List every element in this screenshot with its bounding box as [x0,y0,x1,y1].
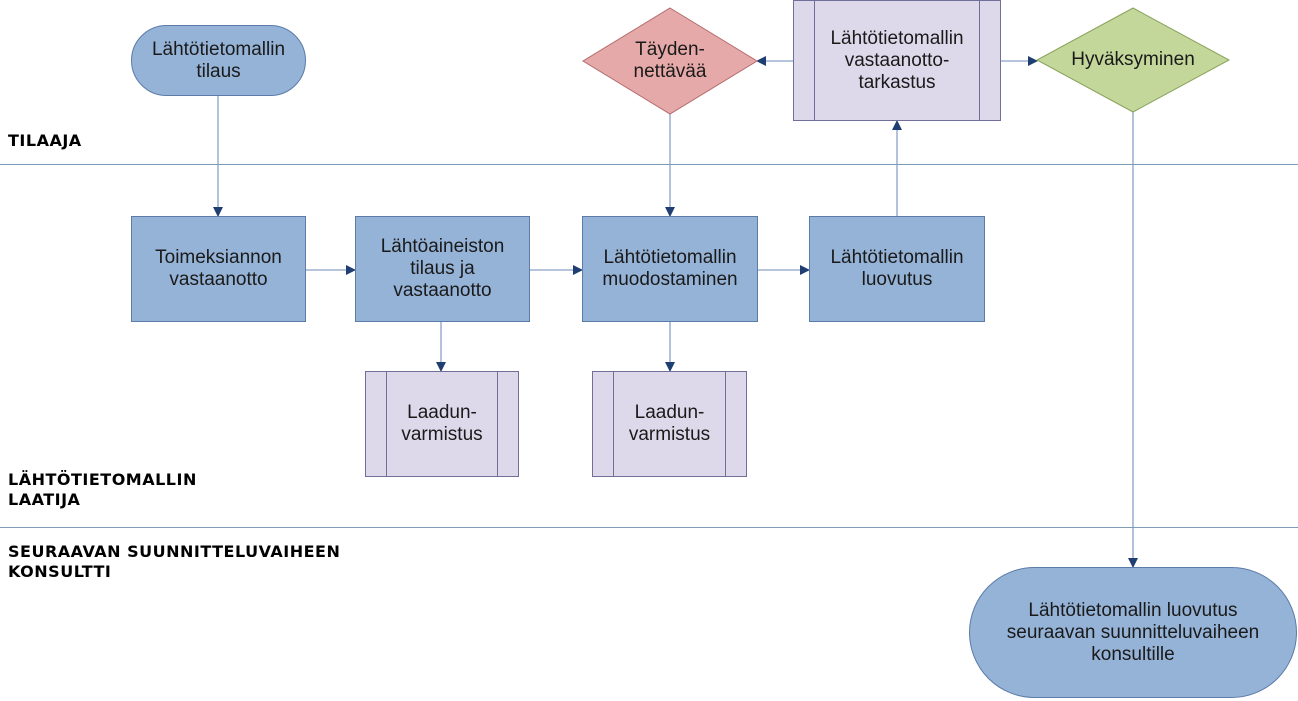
lane-label-konsultti: SEURAAVAN SUUNNITTELUVAIHEEN KONSULTTI [8,542,341,581]
node-muodostaminen: Lähtötietomallin muodostaminen [582,216,758,322]
node-laadunvarmistus-2: Laadun- varmistus [592,371,747,477]
node-luovutus: Lähtötietomallin luovutus [809,216,985,322]
node-tarkastus: Lähtötietomallin vastaanotto- tarkastus [793,0,1001,121]
node-taydennettavaa: Täyden- nettävää [633,39,707,82]
lane-label-tilaaja: TILAAJA [8,131,82,150]
node-toimeksianto: Toimeksiannon vastaanotto [131,216,306,322]
node-laadunvarmistus-1: Laadun- varmistus [365,371,519,477]
decision-taydennettavaa-shape [582,7,758,115]
lane-divider-2 [0,527,1298,528]
lane-divider-1 [0,164,1298,165]
node-tilaus: Lähtötietomallin tilaus [131,25,306,96]
node-hyvaksyminen: Hyväksyminen [1071,49,1195,70]
decision-hyvaksyminen-shape [1035,7,1231,113]
node-luovutus-konsultille: Lähtötietomallin luovutus seuraavan suun… [969,567,1297,698]
node-lahtoaineisto: Lähtöaineiston tilaus ja vastaanotto [355,216,530,322]
lane-label-laatija: LÄHTÖTIETOMALLIN LAATIJA [8,470,197,509]
